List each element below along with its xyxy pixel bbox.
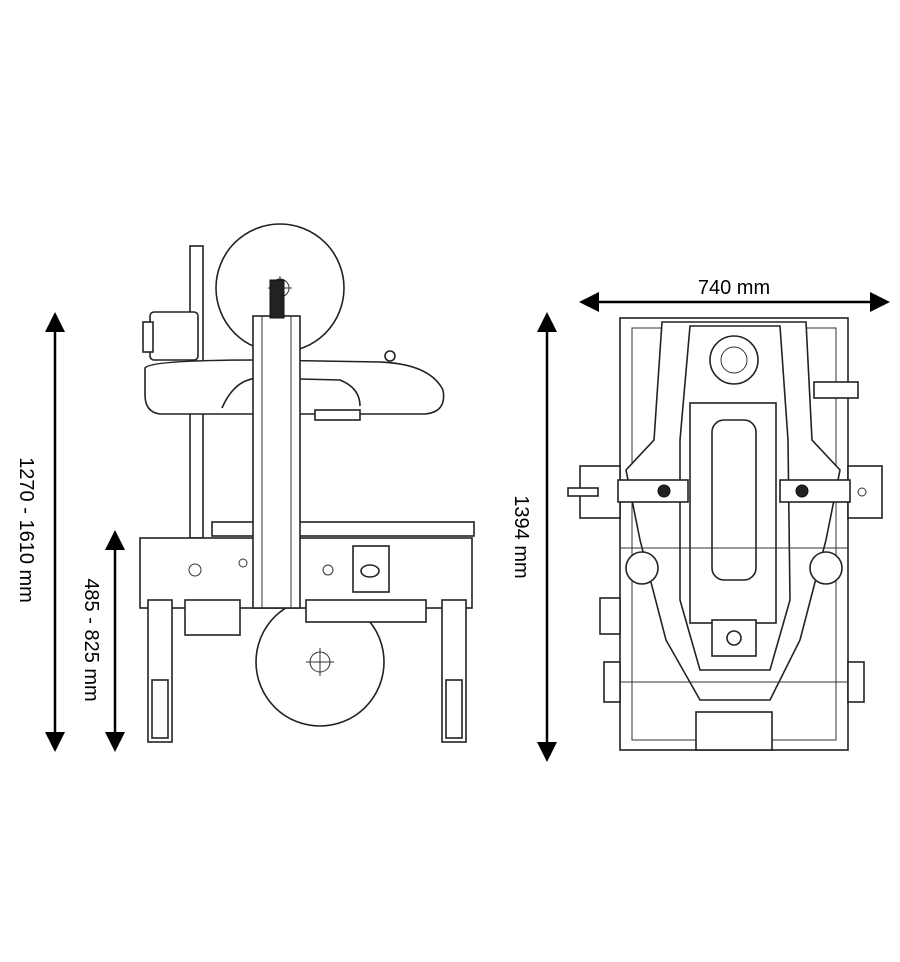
control-box <box>352 545 390 593</box>
top-view <box>567 317 883 751</box>
motor <box>149 311 199 361</box>
length-label: 1394 mm <box>510 495 532 578</box>
tape-head-roller <box>709 335 759 385</box>
vertical-column <box>252 315 301 609</box>
side-view <box>139 223 475 743</box>
width-label: 740 mm <box>698 277 770 299</box>
overall-height-label: 1270 - 1610 mm <box>15 457 37 603</box>
table-height-label: 485 - 825 mm <box>80 578 102 701</box>
conveyor-table <box>139 537 473 609</box>
